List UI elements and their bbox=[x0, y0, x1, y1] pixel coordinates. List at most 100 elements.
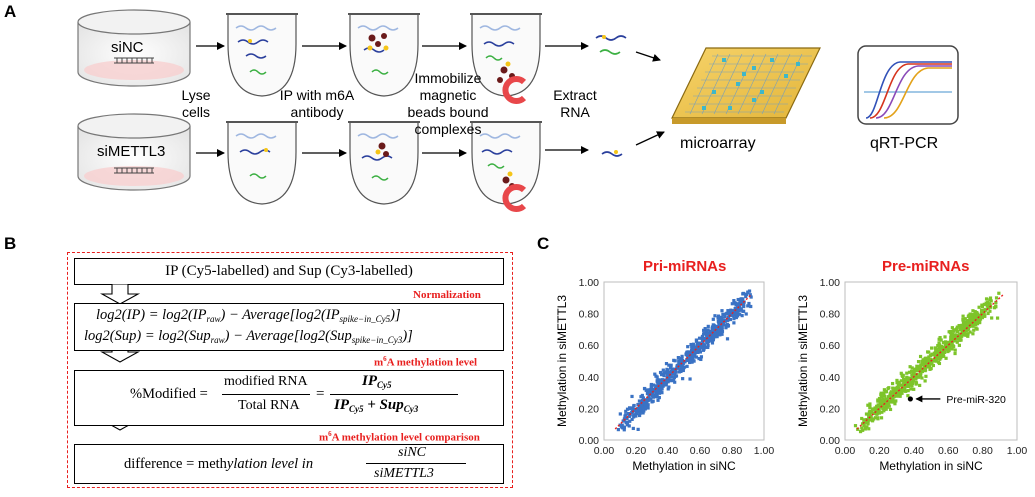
data-point bbox=[868, 405, 872, 410]
x-tick-label: 0.40 bbox=[658, 445, 679, 457]
data-point bbox=[681, 368, 685, 373]
data-point bbox=[747, 289, 752, 293]
data-point bbox=[965, 324, 969, 328]
data-point bbox=[674, 370, 678, 374]
data-point bbox=[737, 305, 741, 309]
tube-4 bbox=[226, 121, 298, 205]
data-point bbox=[692, 350, 696, 354]
data-point bbox=[616, 428, 620, 432]
data-point bbox=[735, 310, 739, 314]
data-point bbox=[716, 314, 721, 318]
data-point bbox=[649, 390, 653, 395]
data-point bbox=[923, 379, 927, 383]
y-tick-label: 0.20 bbox=[820, 403, 841, 415]
data-point bbox=[919, 371, 923, 375]
data-point bbox=[664, 362, 669, 366]
data-point bbox=[744, 312, 748, 316]
x-tick-label: 0.00 bbox=[594, 445, 615, 457]
x-tick-label: 0.20 bbox=[626, 445, 647, 457]
data-point bbox=[980, 316, 985, 320]
data-point bbox=[944, 356, 948, 360]
data-point bbox=[644, 399, 648, 403]
data-point bbox=[690, 348, 694, 352]
diff-den: siMETTL3 bbox=[374, 466, 434, 481]
data-point bbox=[661, 368, 665, 372]
data-point bbox=[637, 413, 642, 418]
data-point bbox=[872, 411, 876, 416]
data-point bbox=[979, 308, 984, 312]
data-point bbox=[892, 389, 896, 393]
data-point bbox=[943, 347, 947, 351]
data-point bbox=[683, 360, 687, 364]
data-point bbox=[978, 316, 982, 321]
data-point bbox=[746, 291, 750, 295]
data-point bbox=[647, 394, 651, 399]
data-point bbox=[688, 350, 692, 355]
data-point bbox=[961, 321, 966, 325]
data-point bbox=[934, 347, 938, 352]
data-point bbox=[706, 334, 710, 338]
data-point bbox=[685, 354, 689, 358]
data-point bbox=[879, 395, 884, 399]
x-tick-label: 0.00 bbox=[835, 445, 856, 457]
data-point bbox=[674, 374, 679, 378]
data-point bbox=[920, 359, 924, 364]
data-point bbox=[876, 404, 880, 408]
data-point bbox=[900, 373, 904, 377]
data-point bbox=[895, 394, 899, 398]
data-point bbox=[866, 422, 870, 426]
data-point bbox=[691, 342, 696, 346]
data-point bbox=[901, 382, 905, 386]
data-point bbox=[879, 400, 883, 405]
data-point bbox=[702, 343, 707, 347]
data-point bbox=[992, 306, 997, 310]
data-point bbox=[895, 392, 900, 396]
data-point bbox=[969, 315, 974, 320]
data-point bbox=[702, 347, 706, 351]
data-point bbox=[644, 404, 648, 408]
data-point bbox=[729, 311, 734, 315]
y-tick-label: 0.60 bbox=[579, 340, 600, 352]
x-tick-label: 0.20 bbox=[869, 445, 890, 457]
data-point bbox=[930, 346, 934, 350]
data-point bbox=[686, 358, 690, 362]
data-point bbox=[627, 412, 631, 416]
data-point bbox=[736, 314, 740, 318]
data-point bbox=[876, 409, 880, 413]
data-point bbox=[881, 406, 885, 410]
data-point bbox=[744, 294, 748, 299]
data-point bbox=[910, 375, 915, 379]
data-point bbox=[904, 377, 908, 381]
data-point bbox=[933, 354, 938, 359]
data-point bbox=[949, 338, 953, 342]
data-point bbox=[701, 336, 705, 341]
difference-lhs: difference = methylation level in bbox=[124, 456, 314, 472]
data-point bbox=[651, 399, 655, 403]
data-point bbox=[676, 356, 680, 360]
data-point bbox=[624, 421, 628, 425]
data-point bbox=[892, 395, 896, 399]
data-point bbox=[699, 355, 704, 359]
data-point bbox=[717, 331, 721, 335]
tube-2 bbox=[348, 13, 420, 97]
data-point bbox=[860, 416, 864, 421]
data-point bbox=[680, 359, 684, 363]
data-point bbox=[882, 391, 886, 395]
x-axis-label: Methylation in siNC bbox=[632, 459, 736, 473]
y-tick-label: 0.80 bbox=[579, 309, 600, 321]
data-point bbox=[972, 318, 976, 323]
data-point bbox=[642, 409, 646, 413]
data-point bbox=[924, 374, 928, 378]
data-point bbox=[938, 353, 942, 357]
data-point bbox=[913, 372, 917, 376]
y-tick-label: 0.60 bbox=[820, 340, 841, 352]
data-point bbox=[942, 354, 946, 358]
data-point bbox=[989, 305, 993, 309]
data-point bbox=[651, 395, 656, 399]
data-point bbox=[955, 340, 959, 344]
data-point bbox=[637, 403, 642, 407]
data-point bbox=[651, 383, 656, 387]
data-point bbox=[909, 369, 914, 373]
chart-title-pri: Pri-miRNAs bbox=[643, 258, 727, 275]
data-point bbox=[690, 355, 695, 359]
